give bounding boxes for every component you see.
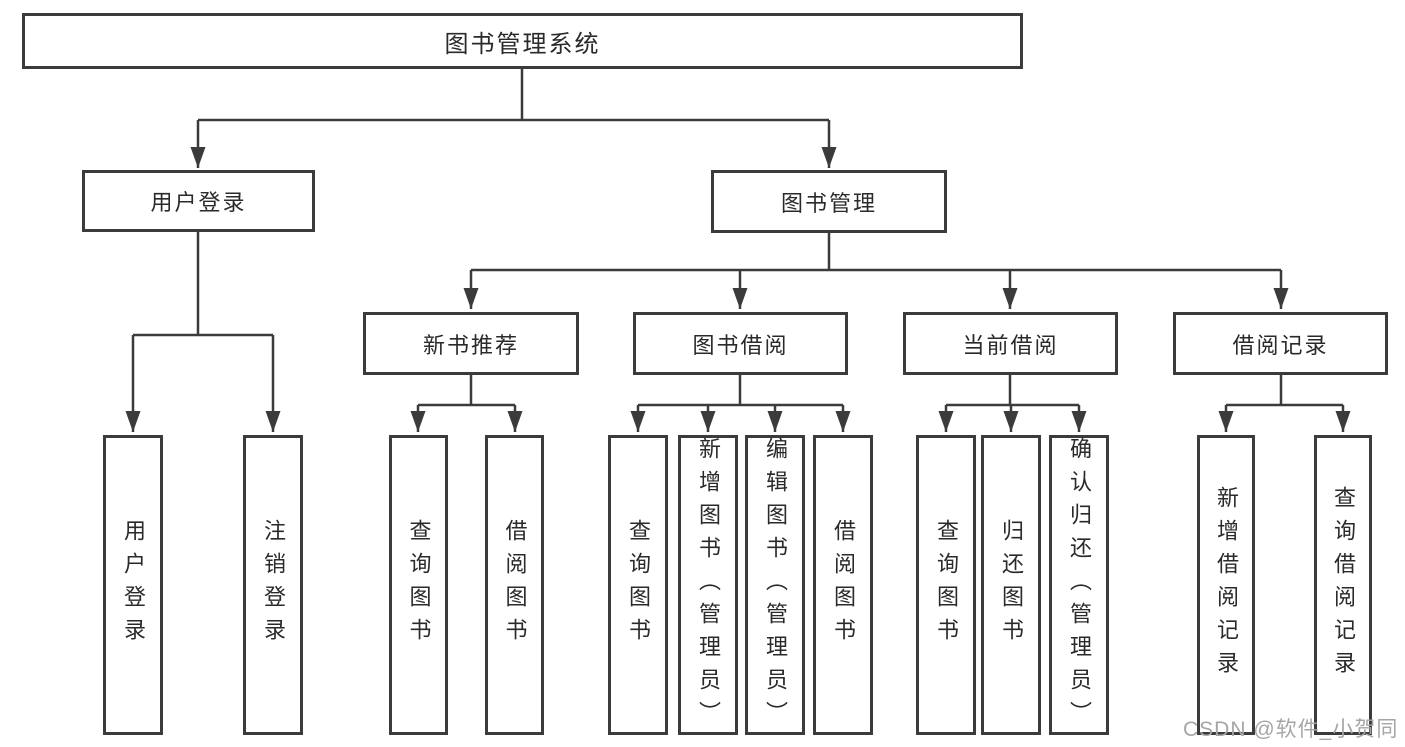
leaf-user-login: 用户登录 [103,435,163,735]
node-new-books-label: 新书推荐 [422,332,519,358]
node-borrow-records-label: 借阅记录 [1232,332,1329,358]
leaf-cur-confirm-return-admin-label: 确认归还（管理员） [1067,436,1092,734]
node-borrow-records: 借阅记录 [1173,312,1388,375]
leaf-bw-borrow-books-label: 借阅图书 [831,519,856,651]
leaf-cur-query-books-label: 查询图书 [934,519,959,651]
leaf-bw-borrow-books: 借阅图书 [813,435,873,735]
leaf-nb-borrow-books-label: 借阅图书 [502,519,528,651]
csdn-watermark: CSDN @软件_小贺同学 [1183,718,1399,741]
leaf-bw-edit-books-admin: 编辑图书（管理员） [745,435,805,735]
leaf-bw-query-books: 查询图书 [608,435,668,735]
node-user-login: 用户登录 [82,170,315,232]
leaf-cur-return-books-label: 归还图书 [999,519,1024,651]
leaf-nb-query-books-label: 查询图书 [406,519,432,651]
node-borrowing: 图书借阅 [633,312,848,375]
leaf-nb-query-books: 查询图书 [389,435,448,735]
leaf-rec-query-record: 查询借阅记录 [1314,435,1372,735]
leaf-cur-return-books: 归还图书 [981,435,1041,735]
node-current-borrow-label: 当前借阅 [962,332,1059,358]
leaf-logout: 注销登录 [243,435,303,735]
leaf-user-login-label: 用户登录 [121,519,146,651]
leaf-rec-query-record-label: 查询借阅记录 [1331,486,1356,684]
leaf-rec-add-record: 新增借阅记录 [1197,435,1255,735]
node-new-books: 新书推荐 [363,312,579,375]
node-book-mgmt-label: 图书管理 [780,190,877,216]
leaf-rec-add-record-label: 新增借阅记录 [1214,486,1239,684]
node-user-login-label: 用户登录 [150,190,247,215]
leaf-cur-confirm-return-admin: 确认归还（管理员） [1049,435,1109,735]
node-current-borrow: 当前借阅 [903,312,1118,375]
node-system-title: 图书管理系统 [22,13,1023,69]
node-book-mgmt: 图书管理 [711,170,947,233]
leaf-cur-query-books: 查询图书 [916,435,976,735]
node-system-title-label: 图书管理系统 [444,30,601,58]
leaf-bw-add-books-admin-label: 新增图书（管理员） [696,436,721,734]
leaf-logout-label: 注销登录 [261,519,286,651]
node-borrowing-label: 图书借阅 [692,332,789,358]
leaf-bw-add-books-admin: 新增图书（管理员） [678,435,738,735]
leaf-nb-borrow-books: 借阅图书 [485,435,544,735]
leaf-bw-edit-books-admin-label: 编辑图书（管理员） [763,436,788,734]
leaf-bw-query-books-label: 查询图书 [626,519,651,651]
